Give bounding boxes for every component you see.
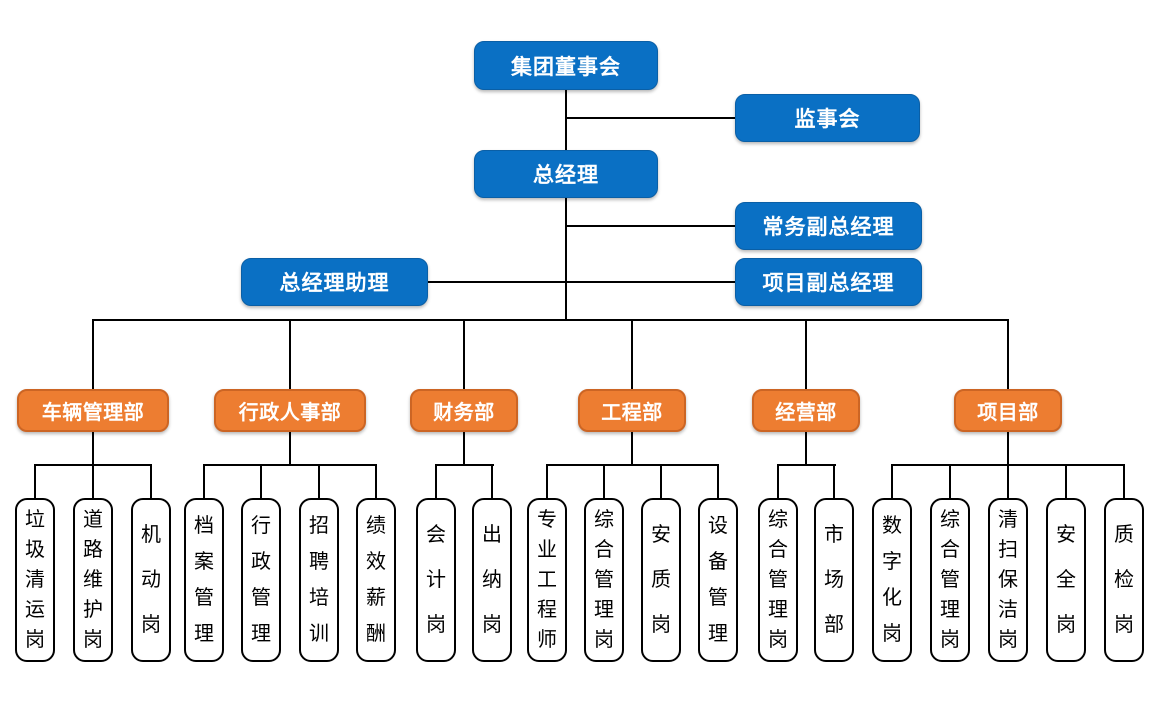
position-accounting: 会计岗 xyxy=(416,498,456,662)
connector-line xyxy=(289,319,291,389)
connector-line xyxy=(566,117,737,119)
position-performance-compensation: 绩效薪酬 xyxy=(356,498,396,662)
connector-line xyxy=(546,464,548,498)
dept-vehicle-management: 车辆管理部 xyxy=(17,389,169,432)
connector-line xyxy=(204,464,377,466)
connector-line xyxy=(949,464,951,498)
connector-line xyxy=(631,432,633,465)
position-professional-engineer: 专业工程师 xyxy=(527,498,567,662)
connector-line xyxy=(777,464,779,498)
connector-line xyxy=(805,319,807,389)
node-general-manager-assistant: 总经理助理 xyxy=(241,258,428,306)
position-digitalization: 数字化岗 xyxy=(872,498,912,662)
connector-line xyxy=(833,464,835,498)
dept-business: 经营部 xyxy=(752,389,860,432)
connector-line xyxy=(660,464,662,498)
connector-line xyxy=(375,464,377,498)
position-cashier: 出纳岗 xyxy=(472,498,512,662)
node-board-of-directors: 集团董事会 xyxy=(474,41,658,90)
dept-project: 项目部 xyxy=(954,389,1062,432)
dept-finance: 财务部 xyxy=(410,389,518,432)
connector-line xyxy=(318,464,320,498)
connector-line xyxy=(92,319,94,389)
connector-line xyxy=(778,464,836,466)
connector-line xyxy=(150,464,152,498)
connector-line xyxy=(1123,464,1125,498)
position-archives-management: 档案管理 xyxy=(184,498,224,662)
node-supervisory-board: 监事会 xyxy=(735,94,920,142)
connector-line xyxy=(92,464,94,498)
connector-line xyxy=(93,319,1009,321)
position-quality-inspection: 质检岗 xyxy=(1104,498,1144,662)
position-mobile-duty: 机动岗 xyxy=(131,498,171,662)
connector-line xyxy=(805,432,807,465)
position-safety: 安全岗 xyxy=(1046,498,1086,662)
connector-line xyxy=(1065,464,1067,498)
connector-line xyxy=(428,281,737,283)
connector-line xyxy=(891,464,893,498)
connector-line xyxy=(435,464,437,498)
position-general-management-engineering: 综合管理岗 xyxy=(584,498,624,662)
connector-line xyxy=(436,464,494,466)
connector-line xyxy=(203,464,205,498)
position-garbage-collection: 垃圾清运岗 xyxy=(15,498,55,662)
position-admin-management: 行政管理 xyxy=(241,498,281,662)
position-cleaning: 清扫保洁岗 xyxy=(988,498,1028,662)
connector-line xyxy=(34,464,36,498)
connector-line xyxy=(463,432,465,465)
connector-line xyxy=(566,225,737,227)
position-road-maintenance: 道路维护岗 xyxy=(73,498,113,662)
connector-line xyxy=(463,319,465,389)
connector-line xyxy=(565,90,567,150)
connector-line xyxy=(547,464,719,466)
connector-line xyxy=(491,464,493,498)
position-market-department: 市场部 xyxy=(814,498,854,662)
connector-line xyxy=(1007,319,1009,389)
node-project-deputy-general-manager: 项目副总经理 xyxy=(735,258,922,306)
connector-line xyxy=(1007,432,1009,465)
connector-line xyxy=(603,464,605,498)
connector-line xyxy=(717,464,719,498)
dept-admin-hr: 行政人事部 xyxy=(214,389,366,432)
connector-line xyxy=(631,319,633,389)
position-recruitment-training: 招聘培训 xyxy=(299,498,339,662)
position-equipment-management: 设备管理 xyxy=(698,498,738,662)
node-executive-deputy-general-manager: 常务副总经理 xyxy=(735,202,922,250)
connector-line xyxy=(565,198,567,321)
connector-line xyxy=(1007,464,1009,498)
connector-line xyxy=(92,432,94,465)
position-safety-quality: 安质岗 xyxy=(641,498,681,662)
position-general-management-business: 综合管理岗 xyxy=(758,498,798,662)
node-general-manager: 总经理 xyxy=(474,150,658,198)
connector-line xyxy=(260,464,262,498)
connector-line xyxy=(289,432,291,465)
dept-engineering: 工程部 xyxy=(578,389,686,432)
position-general-management-project: 综合管理岗 xyxy=(930,498,970,662)
